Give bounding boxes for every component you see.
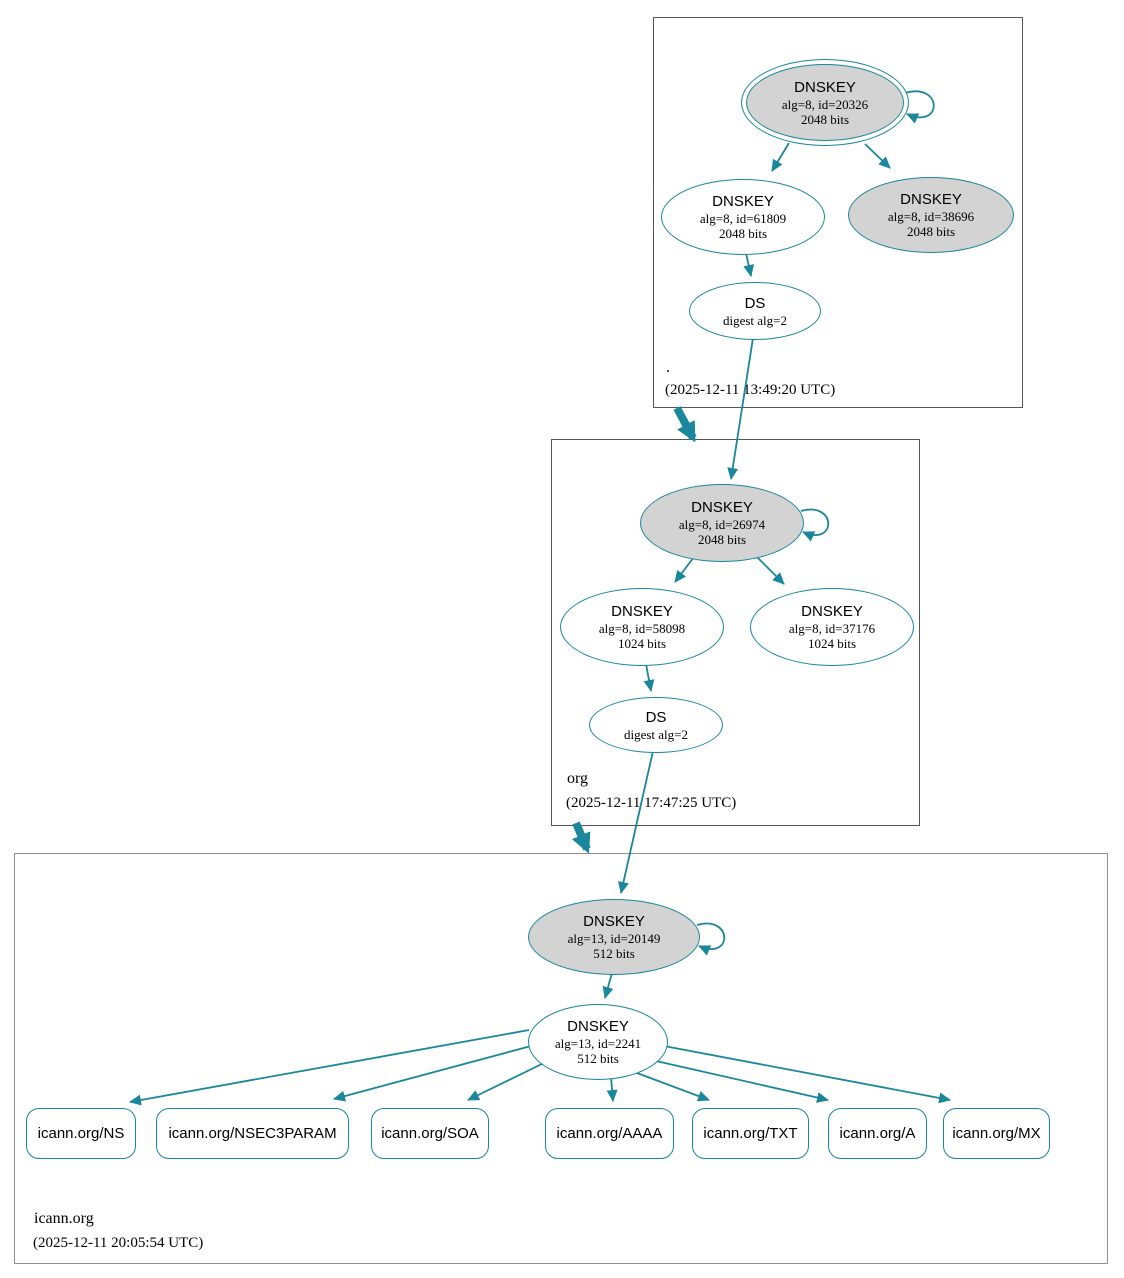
node-title: DNSKEY — [567, 1018, 629, 1035]
node-bits: 1024 bits — [807, 636, 857, 651]
dnskey-node-root-ksk-20326[interactable]: DNSKEY alg=8, id=20326 2048 bits — [741, 59, 909, 146]
node-bits: 2048 bits — [800, 111, 850, 127]
node-title: DNSKEY — [611, 603, 673, 620]
rrset-box-icann-org-a[interactable]: icann.org/A — [828, 1108, 927, 1159]
ds-node-org[interactable]: DS digest alg=2 — [589, 697, 723, 753]
zone-timestamp-org: (2025-12-11 17:47:25 UTC) — [566, 795, 737, 811]
dnskey-node-root-standby-38696[interactable]: DNSKEY alg=8, id=38696 2048 bits — [848, 177, 1014, 253]
rrset-box-icann-org-mx[interactable]: icann.org/MX — [943, 1108, 1050, 1159]
zone-name-root: . — [666, 359, 670, 376]
node-detail: alg=8, id=61809 — [699, 211, 787, 226]
dnskey-node-root-zsk-61809[interactable]: DNSKEY alg=8, id=61809 2048 bits — [661, 179, 825, 255]
node-detail: digest alg=2 — [722, 312, 788, 328]
node-detail: alg=13, id=20149 — [567, 931, 661, 946]
node-detail: digest alg=2 — [623, 726, 689, 742]
node-bits: 1024 bits — [617, 636, 667, 651]
rrset-box-icann-org-ns[interactable]: icann.org/NS — [26, 1108, 136, 1159]
node-title: DS — [744, 294, 766, 312]
node-title: DNSKEY — [794, 78, 856, 96]
node-detail: alg=8, id=37176 — [788, 621, 876, 636]
dnskey-node-icann-zsk-2241[interactable]: DNSKEY alg=13, id=2241 512 bits — [528, 1004, 668, 1080]
node-detail: alg=8, id=26974 — [678, 517, 766, 532]
node-title: DNSKEY — [712, 193, 774, 210]
node-detail: alg=13, id=2241 — [554, 1036, 642, 1051]
zone-name-icann-org: icann.org — [34, 1210, 94, 1227]
node-bits: 2048 bits — [906, 224, 956, 239]
delegation-arrow-root-to-org — [673, 406, 697, 443]
node-title: DNSKEY — [900, 191, 962, 208]
rrset-box-icann-org-nsec3param[interactable]: icann.org/NSEC3PARAM — [156, 1108, 349, 1159]
node-detail: alg=8, id=38696 — [887, 209, 975, 224]
ds-node-root[interactable]: DS digest alg=2 — [689, 282, 821, 340]
dnskey-node-icann-ksk-20149[interactable]: DNSKEY alg=13, id=20149 512 bits — [528, 899, 700, 975]
node-bits: 512 bits — [577, 1051, 619, 1066]
dnskey-node-org-zsk-58098[interactable]: DNSKEY alg=8, id=58098 1024 bits — [560, 588, 724, 666]
delegation-arrow-org-to-icann — [571, 821, 591, 854]
node-bits: 2048 bits — [718, 226, 768, 241]
dnskey-node-org-ksk-26974[interactable]: DNSKEY alg=8, id=26974 2048 bits — [640, 484, 804, 562]
node-title: DS — [645, 708, 667, 726]
rrset-box-icann-org-aaaa[interactable]: icann.org/AAAA — [545, 1108, 674, 1159]
node-title: DNSKEY — [691, 499, 753, 516]
node-detail: alg=8, id=20326 — [781, 96, 869, 112]
node-detail: alg=8, id=58098 — [598, 621, 686, 636]
zone-timestamp-icann-org: (2025-12-11 20:05:54 UTC) — [33, 1235, 204, 1251]
zone-name-org: org — [567, 770, 589, 787]
node-bits: 512 bits — [593, 946, 635, 961]
zone-timestamp-root: (2025-12-11 13:49:20 UTC) — [665, 382, 836, 398]
node-title: DNSKEY — [801, 603, 863, 620]
rrset-box-icann-org-soa[interactable]: icann.org/SOA — [371, 1108, 489, 1159]
dnskey-node-org-zsk-37176[interactable]: DNSKEY alg=8, id=37176 1024 bits — [750, 588, 914, 666]
node-bits: 2048 bits — [697, 532, 747, 547]
dnskey-node-root-ksk-20326-inner: DNSKEY alg=8, id=20326 2048 bits — [746, 64, 904, 141]
node-title: DNSKEY — [583, 913, 645, 930]
rrset-box-icann-org-txt[interactable]: icann.org/TXT — [692, 1108, 809, 1159]
